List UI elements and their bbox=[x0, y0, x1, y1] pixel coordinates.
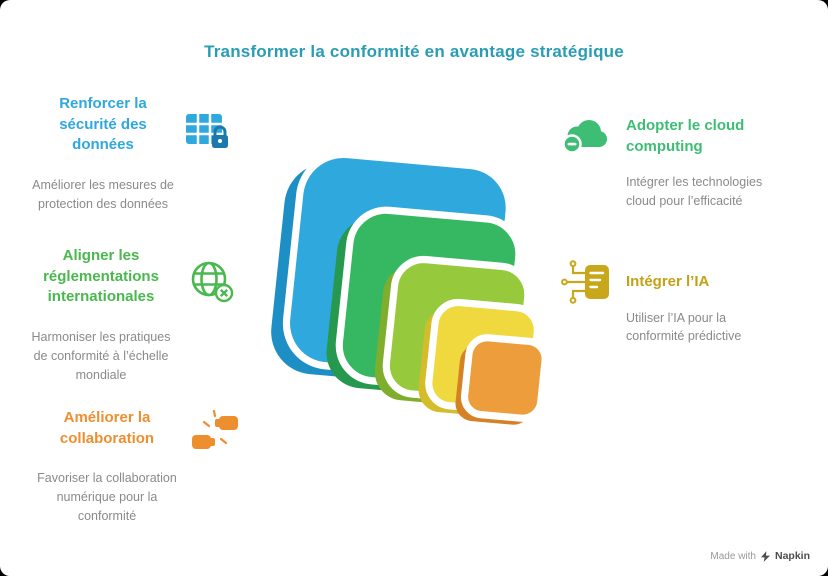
table-lock-icon bbox=[186, 114, 228, 148]
item-cloud: Adopter le cloud computing Intégrer les … bbox=[558, 116, 798, 211]
ai-chip-icon bbox=[561, 260, 609, 304]
item-ai-description: Utiliser l’IA pour la conformité prédict… bbox=[626, 310, 742, 344]
napkin-bolt-icon bbox=[760, 550, 770, 562]
item-regulations-heading: Aligner les réglementations internationa… bbox=[43, 247, 159, 306]
layered-stack-graphic bbox=[271, 150, 549, 425]
item-data-security-heading: Renforcer la sécurité des données bbox=[59, 95, 147, 154]
item-data-security-description: Améliorer les mesures de protection des … bbox=[32, 178, 174, 211]
watermark-brand: Napkin bbox=[774, 550, 810, 562]
fist-bump-icon bbox=[192, 409, 238, 449]
item-data-security: Renforcer la sécurité des données Amélio… bbox=[30, 94, 232, 214]
item-cloud-description: Intégrer les technologies cloud pour l’e… bbox=[626, 175, 763, 209]
item-collaboration: Améliorer la collaboration Favoriser la … bbox=[32, 408, 240, 526]
item-regulations: Aligner les réglementations internationa… bbox=[22, 246, 236, 384]
cloud-minus-icon bbox=[562, 120, 607, 154]
item-ai-heading: Intégrer l’IA bbox=[626, 273, 710, 290]
globe-check-icon bbox=[191, 261, 234, 303]
item-collaboration-heading: Améliorer la collaboration bbox=[59, 409, 155, 447]
item-collaboration-description: Favoriser la collaboration numérique pou… bbox=[37, 471, 177, 523]
watermark: Made with Napkin bbox=[710, 550, 810, 562]
item-ai: Intégrer l’IA Utiliser l’IA pour la conf… bbox=[558, 258, 798, 346]
watermark-made-with: Made with bbox=[710, 550, 756, 562]
stack-layer-5 bbox=[455, 334, 549, 425]
page-title: Transformer la conformité en avantage st… bbox=[204, 42, 624, 61]
item-regulations-description: Harmoniser les pratiques de conformité à… bbox=[31, 330, 171, 382]
item-cloud-heading: Adopter le cloud computing bbox=[626, 117, 745, 155]
